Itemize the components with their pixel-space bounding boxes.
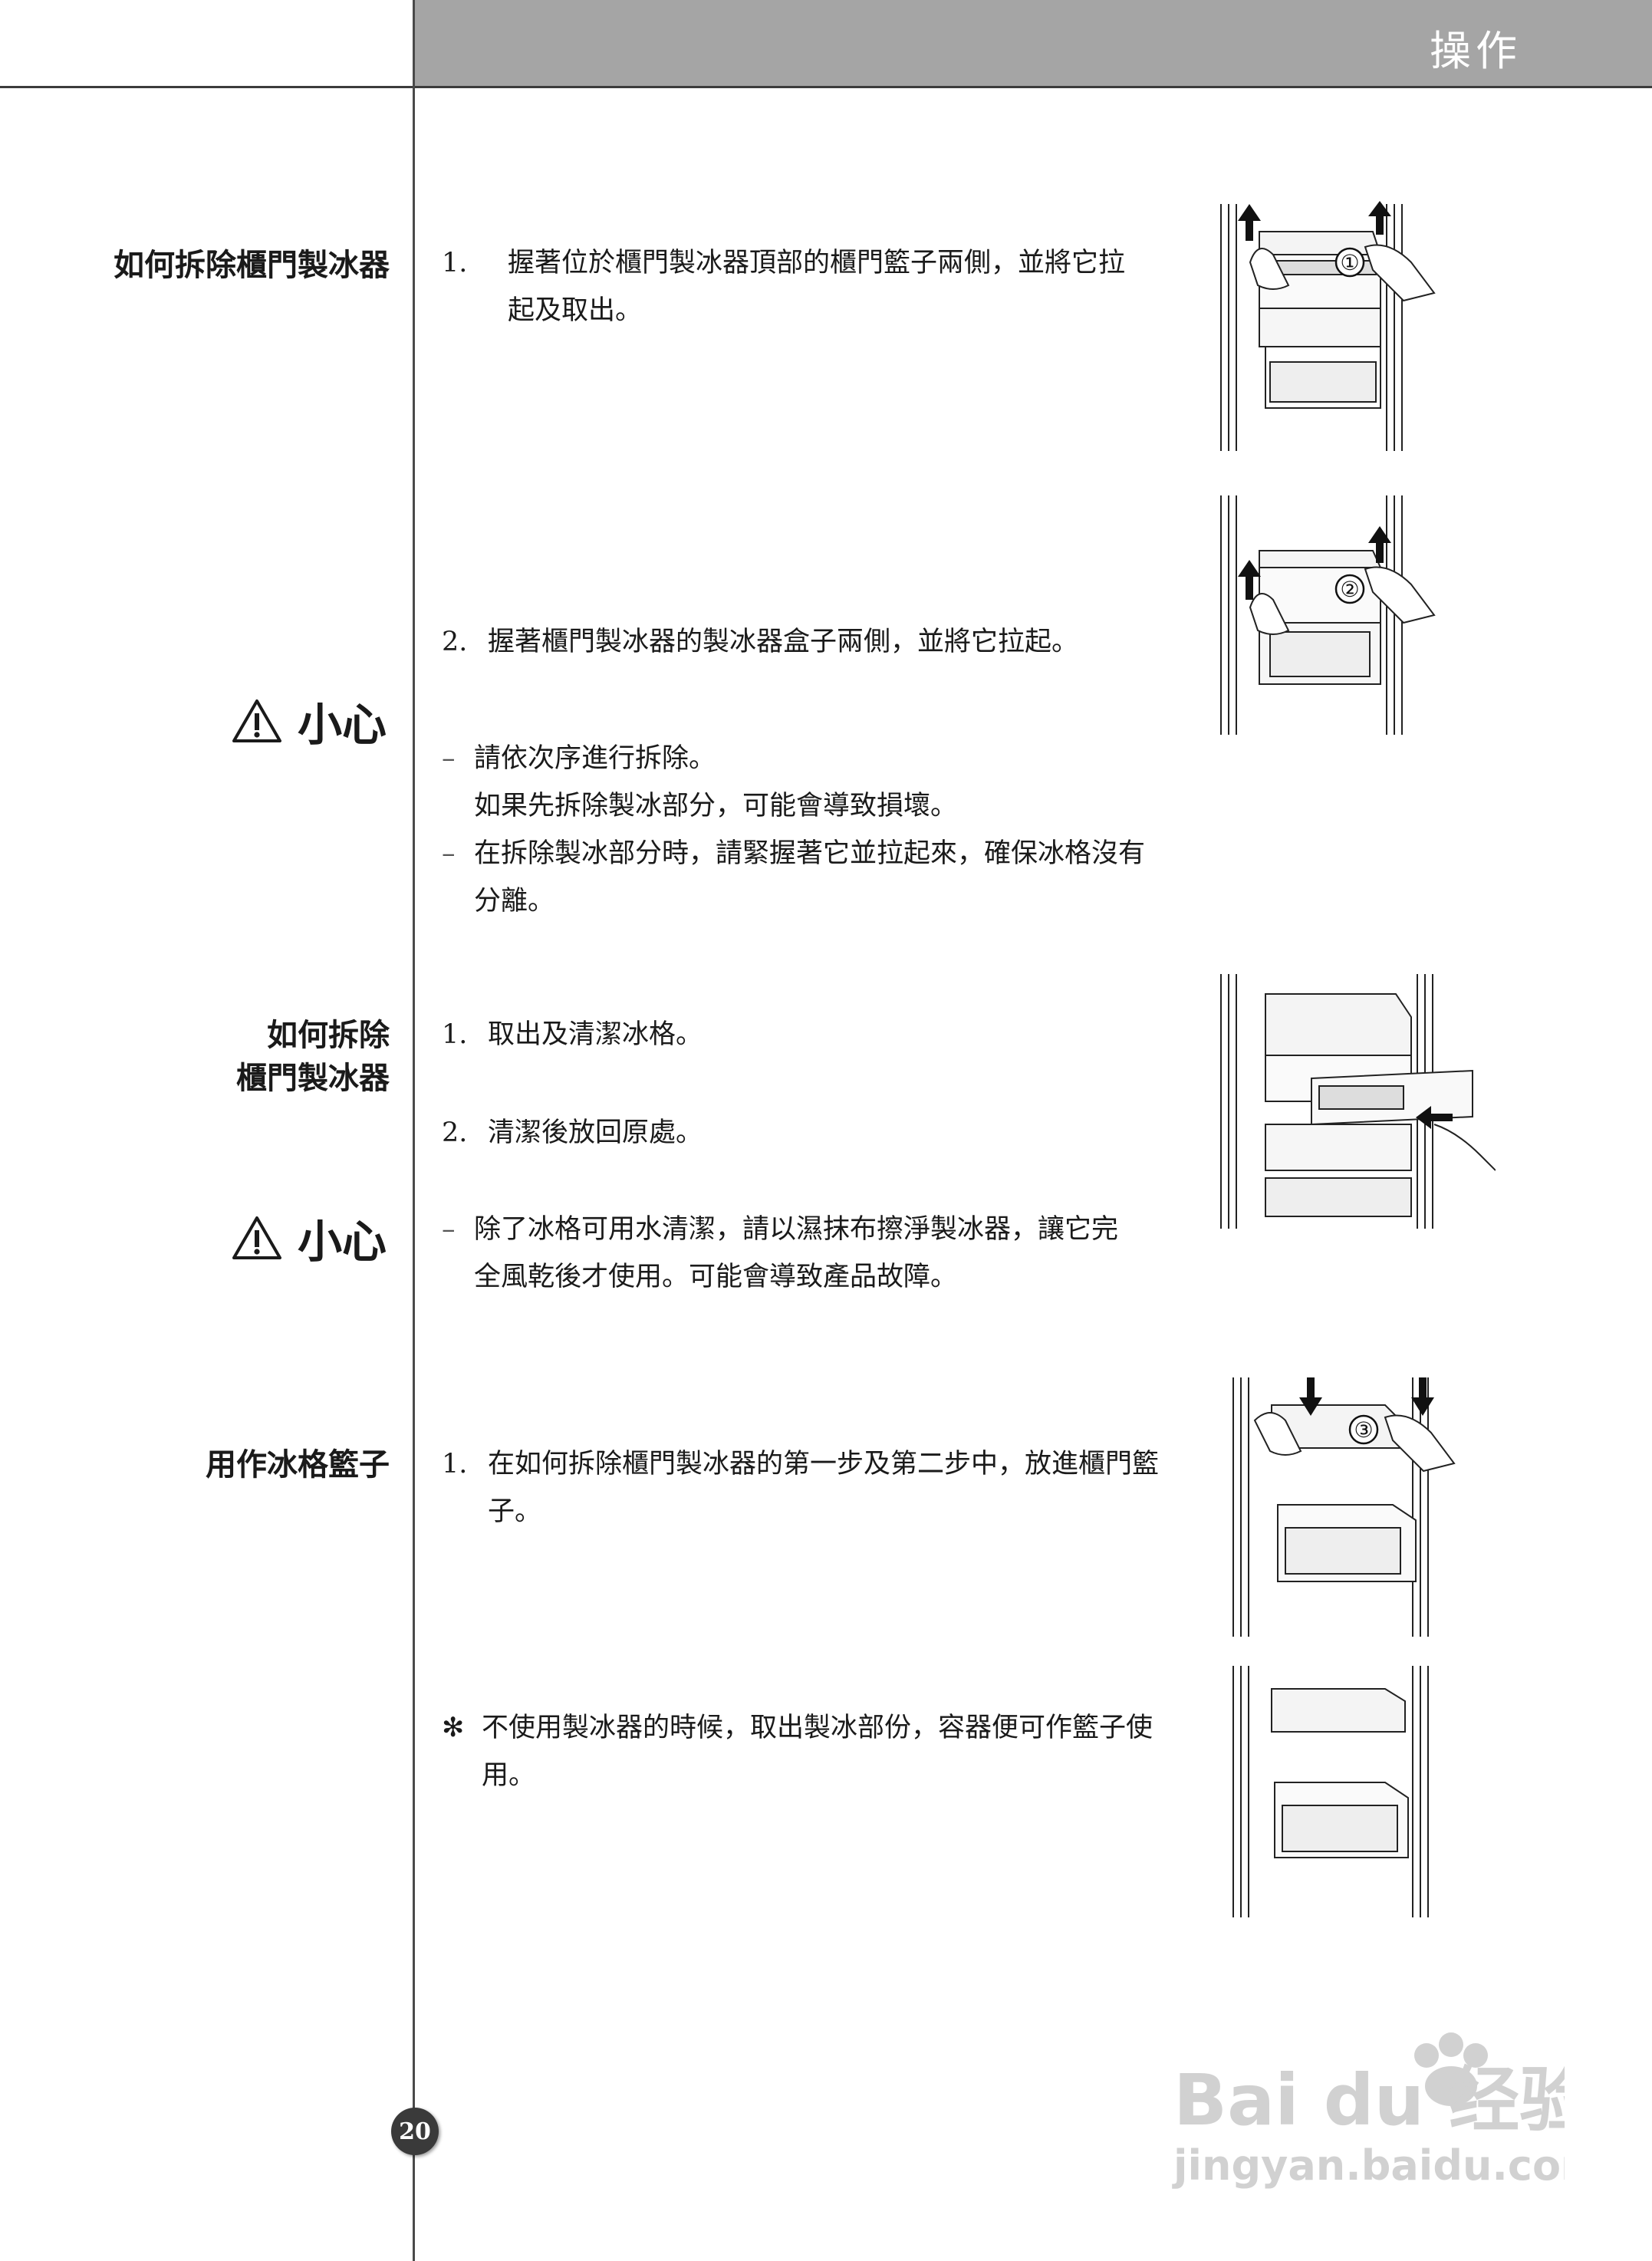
step-number: 2. — [442, 1117, 468, 1148]
illustration-basket-use — [1232, 1666, 1429, 1917]
caution1-item-2: – 在拆除製冰部分時，請緊握著它並拉起來，確保冰格沒有分離。 — [442, 830, 1163, 925]
step-remove-2: 2. 握著櫃門製冰器的製冰器盒子兩側，並將它拉起。 — [442, 618, 1163, 666]
header-rule — [0, 86, 1652, 88]
step-text: 握著位於櫃門製冰器頂部的櫃門籃子兩側，並將它拉起及取出。 — [508, 248, 1126, 326]
note-text: 不使用製冰器的時候，取出製冰部份，容器便可作籃子使用。 — [482, 1713, 1153, 1791]
heading-basket: 用作冰格籃子 — [206, 1446, 390, 1483]
step-text: 清潔後放回原處。 — [488, 1117, 703, 1148]
baidu-watermark: Bai du 经验 jingyan.baidu.com — [1172, 2032, 1565, 2190]
step-remove-1: 1. 握著位於櫃門製冰器頂部的櫃門籃子兩側，並將它拉起及取出。 — [442, 239, 1163, 334]
step-number: 1. — [442, 248, 468, 278]
basket-note: ✻ 不使用製冰器的時候，取出製冰部份，容器便可作籃子使用。 — [442, 1704, 1163, 1799]
caution1-item-1-line2: 如果先拆除製冰部分，可能會導致損壞。 — [474, 791, 958, 821]
step-clean-1: 1. 取出及清潔冰格。 — [442, 1011, 1163, 1058]
heading-line-2: 櫃門製冰器 — [236, 1060, 390, 1096]
heading-remove-door-icemaker: 如何拆除櫃門製冰器 — [114, 247, 390, 283]
caution-heading-2: 小心 — [232, 1206, 387, 1270]
caution1-item-2-text: 在拆除製冰部分時，請緊握著它並拉起來，確保冰格沒有分離。 — [474, 838, 1146, 917]
illustration-step1-lift-basket: ① — [1220, 201, 1436, 451]
caution1-item-1-text: 請依次序進行拆除。 如果先拆除製冰部分，可能會導致損壞。 — [474, 735, 957, 830]
illustration-step2-lift-icebox: ② — [1220, 495, 1436, 735]
figure-label: ② — [1340, 577, 1359, 602]
figure-label: ① — [1340, 250, 1359, 275]
heading-clean-icemaker: 如何拆除 櫃門製冰器 — [236, 1014, 390, 1100]
warning-icon — [232, 699, 281, 742]
step-text: 握著櫃門製冰器的製冰器盒子兩側，並將它拉起。 — [488, 627, 1079, 657]
heading-line-1: 如何拆除 — [267, 1017, 390, 1053]
caution2-item-1: – 除了冰格可用水清潔，請以濕抹布擦淨製冰器，讓它完全風乾後才使用。可能會導致產… — [442, 1206, 1163, 1301]
figure-label: ③ — [1354, 1417, 1373, 1443]
dash-bullet: – — [442, 743, 456, 774]
step-number: 2. — [442, 627, 468, 657]
warning-icon — [232, 1216, 281, 1259]
page-number: 20 — [391, 2108, 439, 2155]
watermark-brand: Bai du 经验 — [1173, 2059, 1565, 2141]
step-text: 取出及清潔冰格。 — [488, 1019, 703, 1050]
step-text: 在如何拆除櫃門製冰器的第一步及第二步中，放進櫃門籃子。 — [488, 1449, 1160, 1527]
caution1-item-1-line1: 請依次序進行拆除。 — [474, 743, 716, 774]
step-number: 1. — [442, 1449, 468, 1479]
caution-heading-1: 小心 — [232, 689, 387, 753]
caution2-item-1-text: 除了冰格可用水清潔，請以濕抹布擦淨製冰器，讓它完全風乾後才使用。可能會導致產品故… — [474, 1214, 1119, 1292]
page-section-title: 操作 — [1430, 27, 1522, 75]
dash-bullet: – — [442, 838, 456, 869]
watermark-url: jingyan.baidu.com — [1172, 2141, 1565, 2190]
caution-title: 小心 — [297, 1216, 387, 1268]
caution-title: 小心 — [297, 699, 387, 751]
column-divider — [413, 0, 415, 2261]
note-mark: ✻ — [442, 1713, 465, 1743]
illustration-insert-basket: ③ — [1232, 1377, 1456, 1637]
step-basket-1: 1. 在如何拆除櫃門製冰器的第一步及第二步中，放進櫃門籃子。 — [442, 1440, 1163, 1535]
header-bar: 操作 — [414, 0, 1652, 86]
caution1-item-1: – 請依次序進行拆除。 如果先拆除製冰部分，可能會導致損壞。 — [442, 735, 1163, 830]
dash-bullet: – — [442, 1214, 456, 1245]
step-number: 1. — [442, 1019, 468, 1050]
step-clean-2: 2. 清潔後放回原處。 — [442, 1109, 1163, 1157]
illustration-pull-ice-tray — [1220, 974, 1496, 1229]
